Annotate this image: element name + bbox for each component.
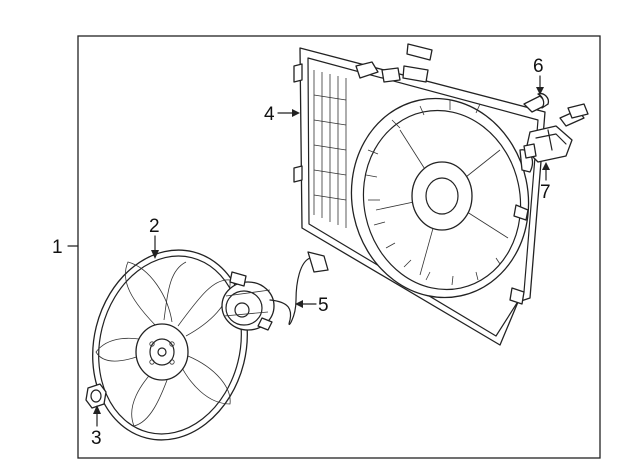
- shroud-grille: [313, 70, 347, 228]
- shroud-ring-fins: [365, 100, 501, 286]
- leader-lines: [67, 75, 550, 427]
- shroud-hub: [411, 161, 473, 231]
- callout-5: 5: [318, 295, 329, 316]
- fan-blade: [92, 249, 248, 441]
- callout-1: 1: [52, 237, 63, 258]
- fan-nut: [85, 383, 107, 409]
- fan-resistor: [523, 125, 573, 163]
- assembly-frame: [77, 35, 601, 459]
- fan-shroud: [293, 43, 546, 346]
- callout-3: 3: [91, 428, 102, 449]
- callout-2: 2: [149, 216, 160, 237]
- mounting-bolts: [523, 92, 589, 127]
- fan-hub: [135, 323, 189, 381]
- callout-4: 4: [264, 104, 275, 125]
- callout-7: 7: [540, 182, 551, 203]
- callout-6: 6: [533, 56, 544, 77]
- motor-wire: [269, 257, 311, 326]
- fan-motor: [221, 251, 329, 331]
- motor-connector: [307, 251, 329, 273]
